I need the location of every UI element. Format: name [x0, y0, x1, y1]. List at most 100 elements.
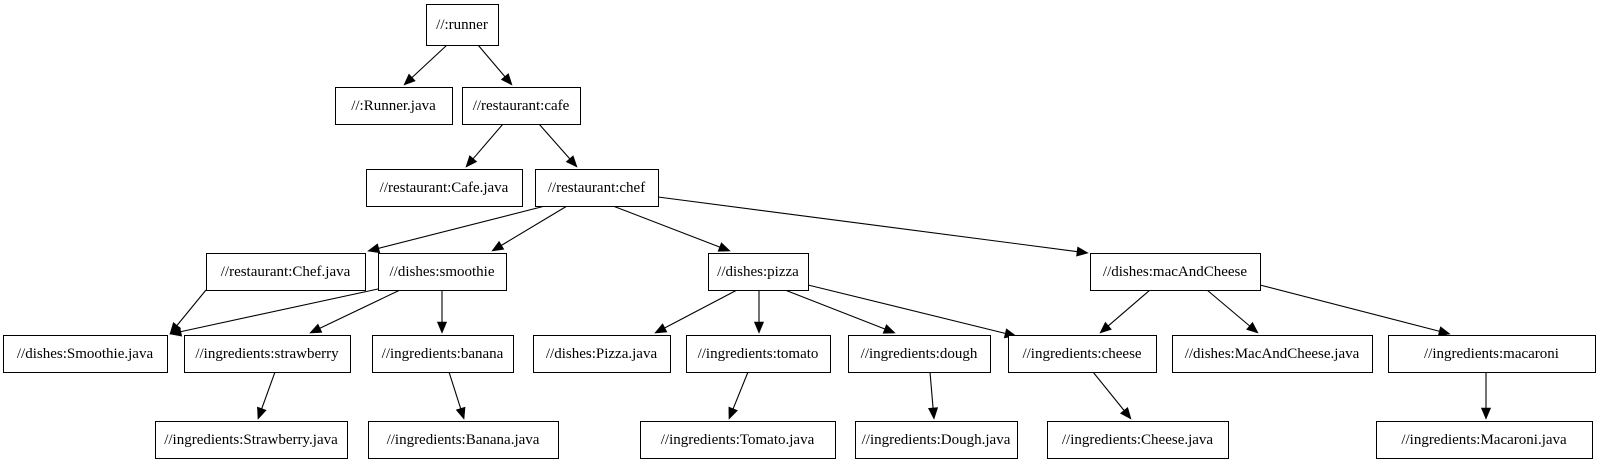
- node-runner_java[interactable]: //:Runner.java: [335, 87, 453, 125]
- node-macaroni_java[interactable]: //ingredients:Macaroni.java: [1376, 421, 1593, 459]
- node-label: //dishes:macAndCheese: [1103, 264, 1247, 280]
- node-ing_banana[interactable]: //ingredients:banana: [372, 335, 514, 373]
- edge-dishes_mac-to-ing_cheese: [1099, 289, 1151, 334]
- node-box[interactable]: [1376, 421, 1593, 459]
- node-strawberry_java[interactable]: //ingredients:Strawberry.java: [155, 421, 348, 459]
- edge-line: [657, 196, 1079, 253]
- edge-ing_dough-to-dough_java: [928, 371, 939, 420]
- node-box[interactable]: [1388, 335, 1596, 373]
- edge-line: [477, 44, 507, 79]
- edge-restaurant_chef-to-dishes_mac: [657, 196, 1089, 257]
- node-cafe_java[interactable]: //restaurant:Cafe.java: [366, 169, 523, 207]
- edge-arrowhead: [1119, 407, 1132, 420]
- node-ing_cheese[interactable]: //ingredients:cheese: [1008, 335, 1157, 373]
- edge-restaurant_chef-to-dishes_pizza: [612, 205, 731, 252]
- node-box[interactable]: [335, 87, 453, 125]
- edge-dishes_pizza-to-ing_tomato: [753, 290, 765, 334]
- node-dishes_pizza[interactable]: //dishes:pizza: [708, 253, 809, 291]
- node-box[interactable]: [708, 253, 809, 291]
- node-box[interactable]: [535, 169, 659, 207]
- node-box[interactable]: [372, 335, 514, 373]
- edge-arrowhead: [491, 240, 505, 252]
- node-dishes_mac[interactable]: //dishes:macAndCheese: [1090, 253, 1261, 291]
- edge-arrowhead: [455, 406, 466, 420]
- node-label: //ingredients:Dough.java: [862, 432, 1011, 448]
- edge-arrowhead: [753, 321, 765, 334]
- node-restaurant_chef[interactable]: //restaurant:chef: [535, 169, 659, 207]
- edge-line: [175, 289, 207, 327]
- node-smoothie_java[interactable]: //dishes:Smoothie.java: [3, 335, 168, 373]
- edge-line: [179, 288, 379, 333]
- edge-line: [410, 44, 448, 79]
- node-box[interactable]: [184, 335, 351, 373]
- node-ing_dough[interactable]: //ingredients:dough: [848, 335, 991, 373]
- node-box[interactable]: [1172, 335, 1373, 373]
- node-pizza_java[interactable]: //dishes:Pizza.java: [533, 335, 671, 373]
- node-cheese_java[interactable]: //ingredients:Cheese.java: [1047, 421, 1229, 459]
- edge-line: [377, 205, 546, 250]
- node-label: //:Runner.java: [351, 98, 436, 114]
- edge-line: [1106, 289, 1151, 328]
- node-label: //ingredients:Strawberry.java: [164, 432, 338, 448]
- node-box[interactable]: [686, 335, 831, 373]
- node-box[interactable]: [368, 421, 559, 459]
- node-box[interactable]: [366, 169, 523, 207]
- node-box[interactable]: [855, 421, 1018, 459]
- node-label: //dishes:Smoothie.java: [17, 346, 154, 362]
- node-dishes_smoothie[interactable]: //dishes:smoothie: [378, 253, 507, 291]
- edge-arrowhead: [1437, 326, 1451, 337]
- node-label: //ingredients:strawberry: [195, 346, 339, 362]
- node-dough_java[interactable]: //ingredients:Dough.java: [855, 421, 1018, 459]
- edge-arrowhead: [169, 322, 182, 335]
- edge-arrowhead: [367, 243, 381, 254]
- node-ing_tomato[interactable]: //ingredients:tomato: [686, 335, 831, 373]
- node-box[interactable]: [155, 421, 348, 459]
- node-box[interactable]: [378, 253, 507, 291]
- edge-line: [663, 289, 738, 330]
- node-box[interactable]: [206, 253, 366, 291]
- node-label: //ingredients:Cheese.java: [1062, 432, 1214, 448]
- node-box[interactable]: [462, 87, 581, 125]
- node-box[interactable]: [533, 335, 671, 373]
- node-tomato_java[interactable]: //ingredients:Tomato.java: [640, 421, 836, 459]
- node-box[interactable]: [426, 4, 499, 46]
- node-box[interactable]: [1090, 253, 1261, 291]
- node-chef_java[interactable]: //restaurant:Chef.java: [206, 253, 366, 291]
- node-label: //ingredients:tomato: [698, 346, 819, 362]
- node-runner[interactable]: //:runner: [426, 4, 499, 46]
- edge-restaurant_chef-to-dishes_smoothie: [491, 205, 568, 252]
- node-box[interactable]: [640, 421, 836, 459]
- node-label: //dishes:smoothie: [390, 264, 495, 280]
- edge-arrowhead: [1246, 321, 1259, 334]
- edge-line: [318, 289, 401, 330]
- node-box[interactable]: [1008, 335, 1157, 373]
- edge-line: [1092, 371, 1126, 412]
- node-label: //ingredients:cheese: [1022, 346, 1141, 362]
- edge-dishes_mac-to-mac_java: [1206, 289, 1259, 334]
- node-restaurant_cafe[interactable]: //restaurant:cafe: [462, 87, 581, 125]
- edge-line: [499, 205, 568, 247]
- node-box[interactable]: [848, 335, 991, 373]
- edge-arrowhead: [1099, 321, 1112, 334]
- node-mac_java[interactable]: //dishes:MacAndCheese.java: [1172, 335, 1373, 373]
- node-box[interactable]: [1047, 421, 1229, 459]
- edge-ing_banana-to-banana_java: [448, 371, 466, 420]
- node-label: //ingredients:Tomato.java: [661, 432, 815, 448]
- node-label: //restaurant:chef: [548, 180, 645, 196]
- node-label: //ingredients:banana: [382, 346, 504, 362]
- edge-arrowhead: [728, 406, 738, 420]
- node-ing_strawberry[interactable]: //ingredients:strawberry: [184, 335, 351, 373]
- node-label: //dishes:MacAndCheese.java: [1185, 346, 1360, 362]
- edge-arrowhead: [403, 73, 416, 86]
- node-banana_java[interactable]: //ingredients:Banana.java: [368, 421, 559, 459]
- edge-runner-to-restaurant_cafe: [477, 44, 513, 86]
- edge-line: [732, 371, 749, 411]
- edges-layer: [169, 44, 1492, 420]
- edge-arrowhead: [565, 155, 578, 168]
- edge-arrowhead: [309, 323, 323, 334]
- node-ing_macaroni[interactable]: //ingredients:macaroni: [1388, 335, 1596, 373]
- node-box[interactable]: [3, 335, 168, 373]
- edge-ing_cheese-to-cheese_java: [1092, 371, 1132, 420]
